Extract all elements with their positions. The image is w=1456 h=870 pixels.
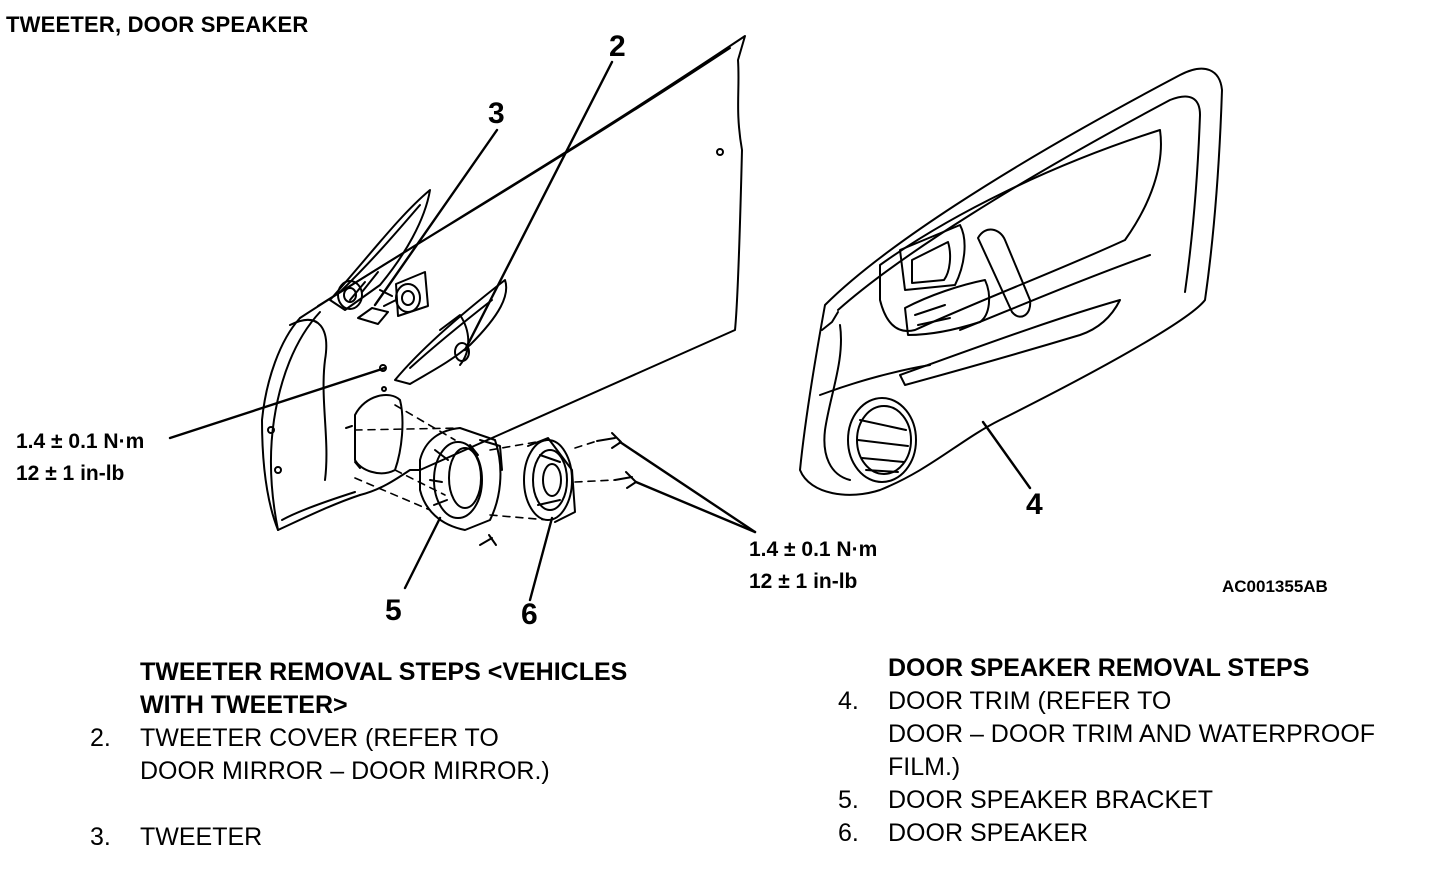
speaker-step-4-cont-1: DOOR – DOOR TRIM AND WATERPROOF: [888, 720, 1376, 748]
callout-4: 4: [1026, 488, 1043, 521]
step-text: DOOR SPEAKER BRACKET: [888, 786, 1214, 814]
step-number: 4.: [838, 687, 859, 715]
tweeter-step-2-cont: DOOR MIRROR – DOOR MIRROR.): [140, 757, 550, 785]
callout-6: 6: [521, 598, 538, 631]
tweeter-steps-heading-1: TWEETER REMOVAL STEPS <VEHICLES: [140, 658, 628, 686]
door-speaker-removal-steps: DOOR SPEAKER REMOVAL STEPS 4. DOOR TRIM (…: [838, 652, 1375, 850]
step-text: DOOR SPEAKER: [888, 819, 1089, 847]
figure-id: AC001355AB: [1222, 577, 1328, 596]
tweeter-cover: [395, 280, 506, 384]
speaker-step-6: 6. DOOR SPEAKER: [838, 817, 1375, 850]
torque-left-imperial: 12 ± 1 in-lb: [16, 462, 125, 485]
step-number: 3.: [90, 823, 111, 851]
exploded-view-diagram: [0, 0, 1456, 640]
speaker-step-4: 4. DOOR TRIM (REFER TO: [838, 685, 1375, 718]
exploded-guide-lines: [355, 405, 615, 520]
tweeter-steps-heading-2: WITH TWEETER>: [140, 691, 348, 719]
door-speaker: [524, 438, 575, 522]
speaker-opening: [346, 395, 402, 473]
torque-spec-right: 1.4 ± 0.1 N·m 12 ± 1 in-lb: [749, 534, 877, 598]
leader-lines: [170, 62, 1030, 600]
tweeter-step-3: 3. TWEETER: [90, 821, 627, 854]
torque-left-metric: 1.4 ± 0.1 N·m: [16, 430, 145, 453]
step-number: 2.: [90, 724, 111, 752]
step-text: TWEETER: [140, 823, 263, 851]
step-number: 6.: [838, 819, 859, 847]
step-text: DOOR TRIM (REFER TO: [888, 687, 1172, 715]
tweeter: [338, 272, 428, 324]
speaker-step-5: 5. DOOR SPEAKER BRACKET: [838, 784, 1375, 817]
tweeter-removal-steps: TWEETER REMOVAL STEPS <VEHICLES WITH TWE…: [90, 656, 627, 854]
callout-2: 2: [609, 30, 626, 63]
torque-right-metric: 1.4 ± 0.1 N·m: [749, 538, 878, 561]
door-speaker-bracket: [420, 428, 502, 530]
step-text: TWEETER COVER (REFER TO: [140, 724, 499, 752]
torque-right-imperial: 12 ± 1 in-lb: [749, 570, 858, 593]
torque-spec-left: 1.4 ± 0.1 N·m 12 ± 1 in-lb: [16, 426, 144, 490]
callout-5: 5: [385, 594, 402, 627]
door-inner-panel: [262, 36, 745, 530]
speaker-steps-heading: DOOR SPEAKER REMOVAL STEPS: [888, 654, 1310, 682]
diagram-title: TWEETER, DOOR SPEAKER: [6, 12, 309, 37]
tweeter-step-2: 2. TWEETER COVER (REFER TO: [90, 722, 627, 755]
speaker-step-4-cont-2: FILM.): [888, 753, 961, 781]
door-trim: [800, 69, 1222, 495]
step-number: 5.: [838, 786, 859, 814]
callout-3: 3: [488, 97, 505, 130]
